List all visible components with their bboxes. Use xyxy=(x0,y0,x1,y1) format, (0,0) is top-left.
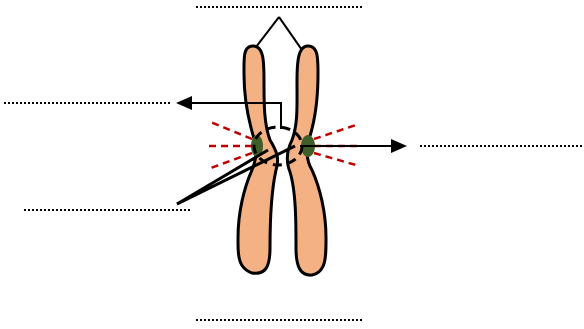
blank-bottom[interactable] xyxy=(196,309,362,319)
upper-left-arrowhead xyxy=(176,96,192,110)
blank-top[interactable] xyxy=(196,0,362,6)
blank-left-lower[interactable] xyxy=(24,199,190,209)
lower-left-pointer-lines xyxy=(177,146,295,204)
top-pointer-lines xyxy=(256,17,302,50)
right-arrowhead xyxy=(391,139,407,153)
blank-right[interactable] xyxy=(420,135,584,145)
left-spindle-rays xyxy=(204,121,252,169)
left-chromatid xyxy=(238,46,278,273)
blank-left-upper[interactable] xyxy=(4,92,170,102)
